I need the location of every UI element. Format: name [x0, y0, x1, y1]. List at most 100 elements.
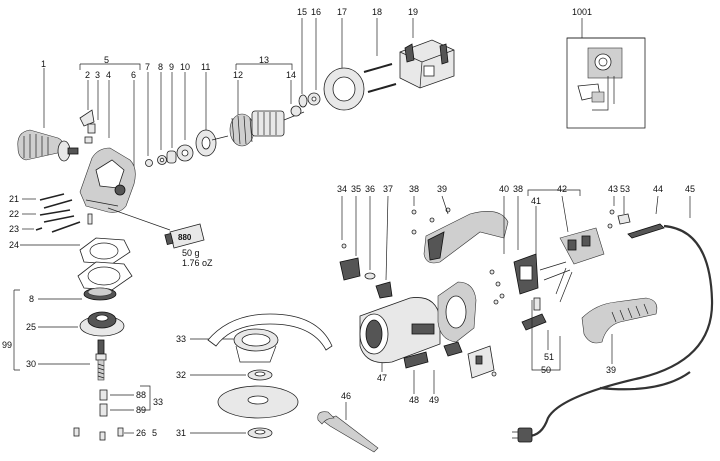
- label-17: 17: [337, 7, 347, 17]
- part-44-cable-sleeve: [627, 195, 665, 239]
- part-9-bearing-sleeve: [166, 72, 177, 164]
- part-49b-clip: [443, 341, 463, 357]
- part-39-main-handle: [581, 297, 658, 364]
- label-1001: 1001: [572, 7, 592, 17]
- label-3: 3: [95, 70, 100, 80]
- grease-label: 880: [178, 233, 192, 242]
- part-32-inner-flange: [190, 369, 273, 381]
- part-7-nut: [145, 72, 153, 167]
- part-22-screw: [22, 209, 75, 223]
- label-36: 36: [365, 184, 375, 194]
- label-1: 1: [41, 59, 46, 69]
- part-42-electronics: [539, 195, 605, 303]
- label-37: 37: [383, 184, 393, 194]
- part-49-stator-frame: [433, 281, 477, 394]
- label-89: 89: [136, 405, 146, 415]
- label-5b: 5: [152, 428, 157, 438]
- label-40: 40: [499, 184, 509, 194]
- label-51: 51: [544, 352, 554, 362]
- part-18-stator-screws: [363, 18, 397, 93]
- label-50: 50: [541, 365, 551, 375]
- label-41: 41: [531, 196, 541, 206]
- part-30-spindle: [38, 339, 107, 381]
- part-17-air-guide-ring: [323, 18, 365, 111]
- part-51-switch-contact: [521, 297, 549, 350]
- bracket-50: [531, 300, 561, 371]
- part-switch-box: [467, 345, 497, 379]
- label-31: 31: [176, 428, 186, 438]
- label-8: 8: [158, 62, 163, 72]
- label-43: 43: [608, 184, 618, 194]
- label-99: 99: [2, 340, 12, 350]
- label-16: 16: [311, 7, 321, 17]
- label-30: 30: [26, 359, 36, 369]
- part-grinding-disc: [217, 385, 299, 419]
- label-39: 39: [437, 184, 447, 194]
- label-48: 48: [409, 395, 419, 405]
- part-39-handle-cover: [423, 195, 509, 264]
- part-1001-detail-box: [566, 18, 646, 129]
- part-48-label: [403, 351, 429, 394]
- part-1-side-handle: [17, 68, 79, 162]
- label-35: 35: [351, 184, 361, 194]
- part-8-washer: [157, 72, 167, 165]
- label-44: 44: [653, 184, 663, 194]
- part-16-bearing: [307, 18, 321, 106]
- label-5: 5: [104, 55, 109, 65]
- label-23: 23: [9, 224, 19, 234]
- grease-weight: 50 g: [182, 248, 200, 258]
- label-6: 6: [131, 70, 136, 80]
- part-26-screw: [73, 427, 134, 441]
- part-31-clamping-nut: [190, 427, 273, 439]
- label-42: 42: [557, 184, 567, 194]
- part-33-wheel-guard: [190, 313, 333, 363]
- part-24-gasket: [20, 237, 133, 291]
- label-25: 25: [26, 322, 36, 332]
- bracket-33b: [140, 385, 151, 411]
- part-53-cable-clamp: [617, 196, 631, 225]
- label-8b: 8: [29, 294, 34, 304]
- part-25-bearing-flange: [38, 311, 125, 337]
- label-38b: 38: [513, 184, 523, 194]
- label-47: 47: [377, 373, 387, 383]
- part-10-ball-bearing: [176, 72, 194, 162]
- label-18: 18: [372, 7, 382, 17]
- part-36-spring: [364, 196, 376, 280]
- label-33: 33: [176, 334, 186, 344]
- grease-weight-oz: 1.76 oZ: [182, 258, 213, 268]
- label-4: 4: [106, 70, 111, 80]
- label-88: 88: [136, 390, 146, 400]
- label-11: 11: [201, 62, 210, 72]
- label-14: 14: [286, 70, 296, 80]
- label-15: 15: [297, 7, 307, 17]
- part-4-pin: [84, 80, 110, 144]
- label-7: 7: [145, 62, 150, 72]
- label-10: 10: [180, 62, 190, 72]
- label-19: 19: [408, 7, 418, 17]
- part-8-bevel-gear: [38, 287, 117, 301]
- label-13: 13: [259, 55, 269, 65]
- part-40-screws: [489, 196, 505, 305]
- label-49: 49: [429, 395, 439, 405]
- label-32: 32: [176, 370, 186, 380]
- label-34: 34: [337, 184, 347, 194]
- part-88-pin: [99, 389, 134, 401]
- part-35-label: [339, 196, 361, 281]
- part-45-power-cable: [512, 196, 714, 443]
- label-33b: 33: [153, 397, 163, 407]
- part-37-switch-slider: [375, 195, 393, 299]
- part-3-spring: [87, 80, 99, 134]
- bracket-99: [13, 289, 20, 371]
- part-14-bearing: [290, 80, 302, 117]
- part-11-bearing-plate: [195, 72, 217, 157]
- part-23-screw: [22, 213, 93, 233]
- label-9: 9: [169, 62, 174, 72]
- part-47-motor-housing: [359, 297, 441, 372]
- label-12: 12: [233, 70, 243, 80]
- part-12-armature: [211, 80, 305, 147]
- part-34-screw: [341, 196, 347, 249]
- part-21-screw: [22, 193, 73, 209]
- label-24: 24: [9, 240, 19, 250]
- label-38: 38: [409, 184, 419, 194]
- part-6-gear-housing: [79, 80, 171, 231]
